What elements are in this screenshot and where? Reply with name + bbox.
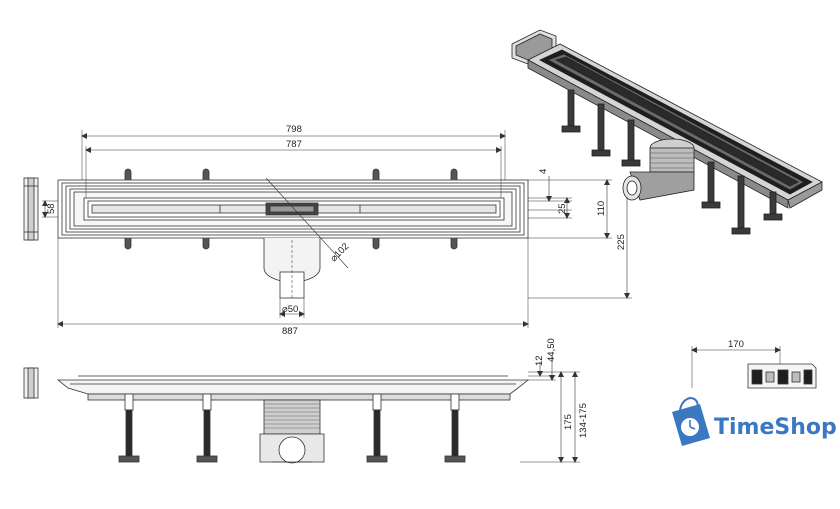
end-profile-left [23, 177, 39, 241]
dim-d102: ⌀102 [328, 241, 351, 264]
shopping-bag-clock-icon [672, 396, 710, 446]
dim-887: 887 [282, 326, 298, 337]
adjustable-legs [118, 393, 466, 463]
dim-225: 225 [616, 234, 627, 250]
iso-siphon [622, 138, 695, 201]
dim-58: 58 [46, 203, 57, 214]
isometric-view [511, 29, 823, 235]
side-channel [56, 379, 530, 395]
end-profile-side [23, 367, 39, 399]
dim-110: 110 [596, 201, 607, 216]
dim-44-50: 44,50 [546, 338, 557, 362]
timeshop-logo[interactable]: TimeShop [672, 396, 837, 446]
dim-4: 4 [538, 169, 549, 174]
side-view [23, 355, 580, 464]
iso-legs [561, 89, 783, 235]
dim-134-175: 134-175 [578, 403, 589, 438]
top-view [23, 130, 632, 328]
dim-d50: ⌀50 [282, 304, 298, 315]
dim-25: 25 [557, 203, 568, 214]
dim-787: 787 [286, 139, 302, 150]
dim-170: 170 [728, 339, 744, 350]
cross-section-view [691, 346, 817, 389]
siphon-side [259, 399, 325, 464]
brackets-top [124, 168, 458, 180]
grate-center [265, 202, 319, 216]
dim-175: 175 [563, 414, 574, 430]
brand-name: TimeShop [714, 415, 837, 440]
dim-12: 12 [534, 355, 545, 366]
brackets-bottom [124, 238, 458, 250]
dim-798: 798 [286, 124, 302, 135]
siphon-top-view [263, 238, 321, 299]
